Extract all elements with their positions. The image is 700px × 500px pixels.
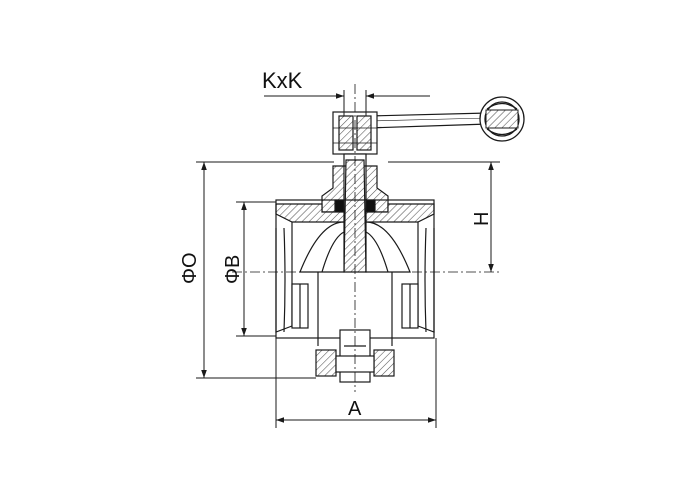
- handle-grip-knob: [479, 96, 525, 142]
- dimension-kxk: [264, 90, 430, 116]
- dimension-phi-o-label: ΦO: [179, 252, 201, 284]
- center-lines: [232, 84, 500, 392]
- dimension-kxk-label: KxK: [262, 68, 303, 93]
- dimension-phi-b-label: ΦB: [222, 255, 244, 284]
- dimension-h: [388, 161, 500, 272]
- dimension-a-label: A: [348, 398, 362, 420]
- valve-body-top: [275, 203, 435, 223]
- handle-lever: [367, 112, 489, 129]
- dimension-h-label: H: [471, 212, 493, 226]
- dimension-phi-b: [236, 201, 276, 337]
- dimension-a: [275, 338, 437, 428]
- dimension-phi-o: [196, 161, 334, 379]
- valve-disc: [299, 221, 411, 273]
